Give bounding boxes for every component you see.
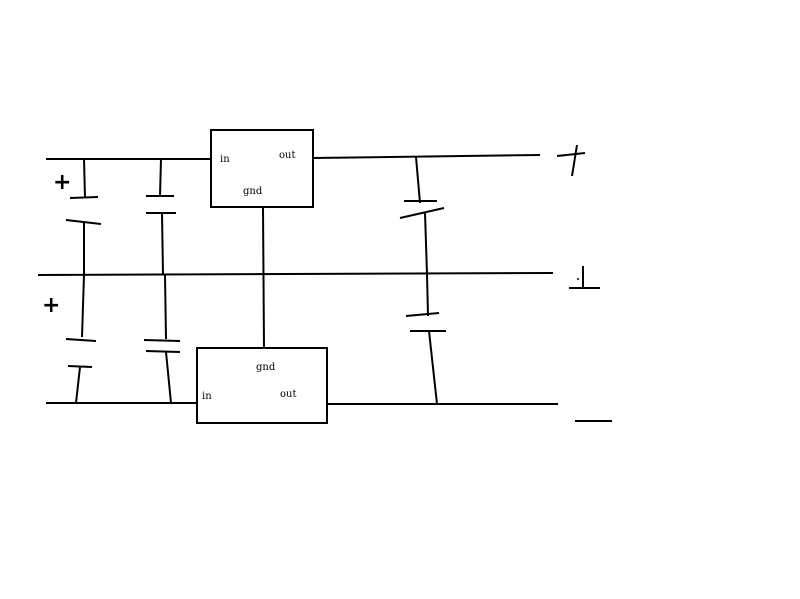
input-capacitor-lower	[65, 274, 97, 404]
plus-mark-lower: +	[42, 293, 60, 318]
middle-ground-rail	[37, 272, 554, 276]
positive-terminal-symbol	[556, 144, 586, 177]
top-output-wire	[312, 154, 541, 159]
ground-terminal-symbol	[569, 266, 600, 289]
input-capacitor-upper	[65, 158, 102, 275]
regulator-bottom-gnd-label: gnd	[256, 362, 276, 373]
regulator-top: in out gnd	[210, 129, 314, 208]
wires	[37, 154, 558, 405]
ground-link-wire	[262, 206, 265, 349]
regulator-top-body	[210, 129, 314, 208]
decoupling-capacitor-upper	[146, 158, 176, 276]
output-capacitor-lower	[405, 273, 446, 405]
regulator-top-in-label: in	[220, 154, 230, 165]
plus-mark-upper: +	[53, 170, 71, 195]
output-capacitor-upper	[399, 156, 445, 275]
decoupling-capacitor-lower	[143, 274, 181, 404]
regulator-top-gnd-label: gnd	[243, 186, 263, 197]
regulator-bottom-body	[196, 347, 328, 424]
regulator-bottom: gnd in out	[196, 347, 328, 424]
regulator-bottom-in-label: in	[202, 391, 212, 402]
regulator-bottom-out-label: out	[280, 389, 296, 400]
regulator-top-out-label: out	[279, 150, 295, 161]
